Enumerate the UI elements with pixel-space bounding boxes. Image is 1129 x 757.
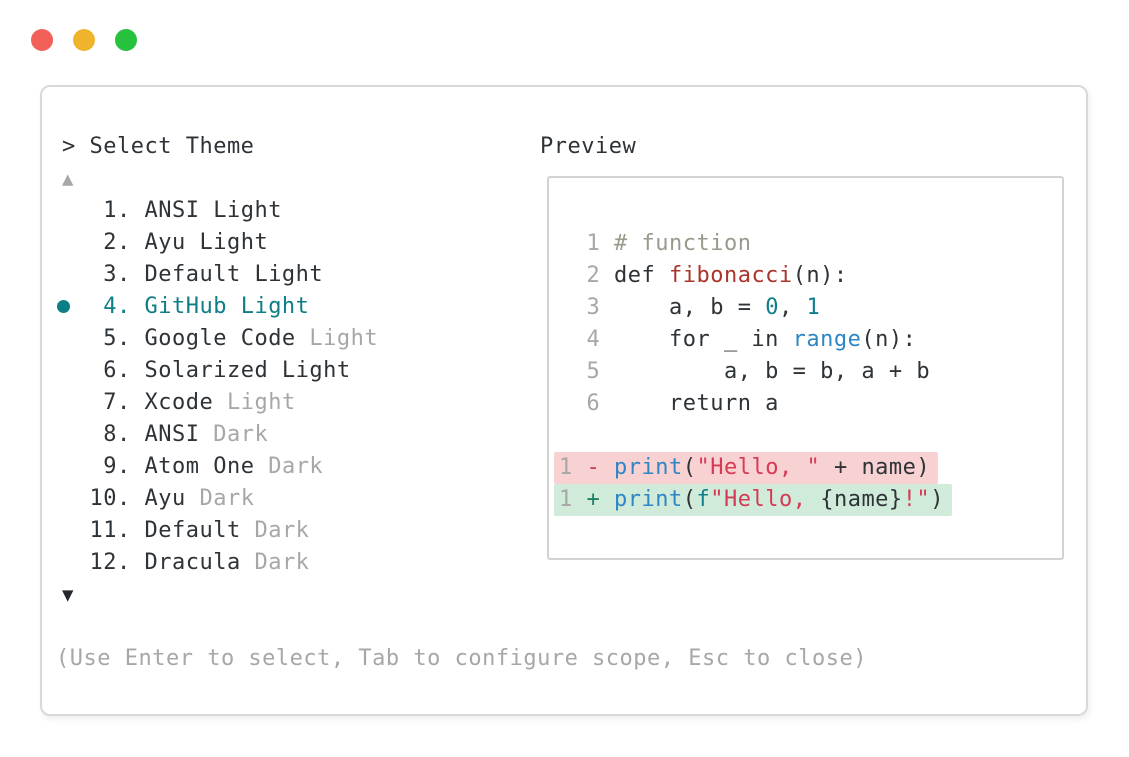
line-number: 1 (559, 231, 614, 256)
theme-item-number: 5. (62, 326, 145, 351)
theme-list: 1. ANSI Light 2. Ayu Light 3. Default Li… (57, 195, 378, 579)
preview-title: Preview (540, 134, 637, 159)
theme-item[interactable]: 6. Solarized Light (62, 355, 378, 387)
line-number: 4 (559, 327, 614, 352)
line-number: 5 (559, 359, 614, 384)
theme-picker-window: > Select Theme Preview ▲ 1. ANSI Light 2… (40, 85, 1088, 716)
theme-item[interactable]: 11. Default Dark (62, 515, 378, 547)
close-button[interactable] (31, 29, 53, 51)
theme-item-variant-label: Dark (240, 550, 310, 575)
code-line: 5 a, b = b, a + b (559, 359, 931, 384)
theme-item-number: 2. (62, 230, 145, 255)
theme-item-number: 4. (62, 294, 145, 319)
selected-indicator-icon (57, 300, 70, 313)
theme-item-number: 6. (62, 358, 145, 383)
keyboard-hints: (Use Enter to select, Tab to configure s… (56, 646, 867, 671)
zoom-button[interactable] (115, 29, 137, 51)
theme-item-label: Ayu (144, 486, 186, 511)
code-line: 3 a, b = 0, 1 (559, 295, 821, 320)
code-line: 1 # function (559, 231, 752, 256)
theme-item-label: Dracula (144, 550, 241, 575)
prompt-title: > Select Theme (62, 134, 255, 159)
theme-item[interactable]: 3. Default Light (62, 259, 378, 291)
theme-item-number: 1. (62, 198, 145, 223)
theme-item-variant-label: Dark (240, 518, 310, 543)
diff-removed-sign: - (586, 455, 614, 480)
scroll-up-icon[interactable]: ▲ (62, 168, 74, 190)
theme-item-label: GitHub Light (144, 294, 310, 319)
line-number: 1 (559, 455, 587, 480)
theme-item[interactable]: 8. ANSI Dark (62, 419, 378, 451)
window-controls (31, 29, 137, 51)
theme-item-number: 10. (62, 486, 145, 511)
blank-line (559, 420, 573, 452)
code-line: 6 return a (559, 391, 779, 416)
preview-panel: 1 # function 2 def fibonacci(n): 3 a, b … (547, 176, 1064, 560)
theme-item[interactable]: 9. Atom One Dark (62, 451, 378, 483)
theme-item-label: Ayu Light (144, 230, 269, 255)
theme-item-variant-label: Dark (199, 422, 269, 447)
theme-item-label: Xcode (144, 390, 214, 415)
theme-item-number: 7. (62, 390, 145, 415)
theme-item-number: 12. (62, 550, 145, 575)
minimize-button[interactable] (73, 29, 95, 51)
theme-item[interactable]: 10. Ayu Dark (62, 483, 378, 515)
scroll-down-icon[interactable]: ▼ (62, 584, 74, 606)
theme-item-label: ANSI (144, 422, 200, 447)
diff-added-line: 1 + print(f"Hello, {name}!") (554, 484, 952, 516)
theme-item-label: Google Code (144, 326, 296, 351)
line-number: 2 (559, 263, 614, 288)
code-line: 4 for _ in range(n): (559, 327, 917, 352)
line-number: 1 (559, 487, 587, 512)
theme-item[interactable]: 7. Xcode Light (62, 387, 378, 419)
theme-item[interactable]: 5. Google Code Light (62, 323, 378, 355)
diff-removed-line: 1 - print("Hello, " + name) (554, 452, 939, 484)
theme-item-label: ANSI Light (144, 198, 282, 223)
theme-item-label: Default (144, 518, 241, 543)
theme-item-number: 11. (62, 518, 145, 543)
theme-item[interactable]: 1. ANSI Light (62, 195, 378, 227)
theme-item-number: 3. (62, 262, 145, 287)
theme-item[interactable]: 12. Dracula Dark (62, 547, 378, 579)
theme-item-number: 9. (62, 454, 145, 479)
theme-item[interactable]: 2. Ayu Light (62, 227, 378, 259)
theme-item-number: 8. (62, 422, 145, 447)
theme-item-variant-label: Dark (254, 454, 324, 479)
theme-item-label: Default Light (144, 262, 324, 287)
diff-added-sign: + (586, 487, 614, 512)
line-number: 3 (559, 295, 614, 320)
theme-item[interactable]: 4. GitHub Light (57, 291, 378, 323)
theme-item-variant-label: Light (213, 390, 296, 415)
theme-item-label: Atom One (144, 454, 255, 479)
theme-item-variant-label: Light (295, 326, 379, 351)
theme-item-variant-label: Dark (185, 486, 255, 511)
code-line: 2 def fibonacci(n): (559, 263, 848, 288)
theme-item-label: Solarized Light (144, 358, 351, 383)
line-number: 6 (559, 391, 614, 416)
